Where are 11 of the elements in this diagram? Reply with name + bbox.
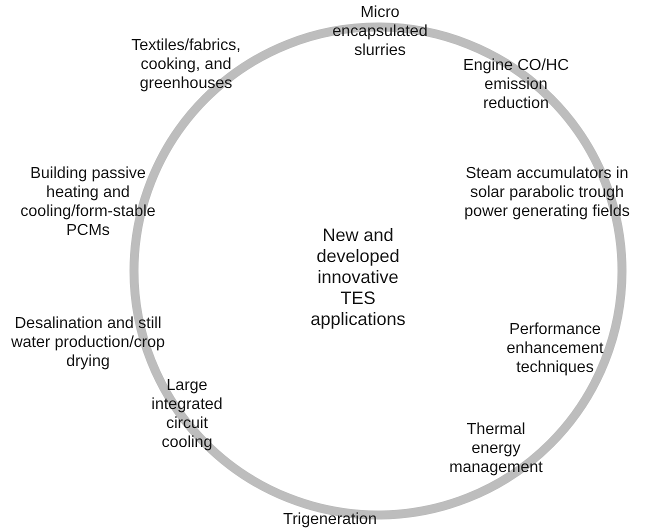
application-label: Large integrated circuit cooling [150,376,224,452]
application-label: Building passive heating and cooling/form-stable PCMs [19,164,157,240]
application-label: Steam accumulators in solar parabolic trough power generating fields [463,164,631,221]
application-label: Trigeneration [282,510,378,529]
application-label: Textiles/fabrics, cooking, and greenhouses [130,36,242,93]
center-title: New and developed innovative TES applications [309,225,407,330]
application-label: Engine CO/HC emission reduction [462,56,570,113]
application-label: Thermal energy management [448,420,544,477]
application-label: Performance enhancement techniques [506,320,604,377]
application-label: Desalination and still water production/crop drying [10,314,166,371]
application-label: Micro encapsulated slurries [331,3,429,60]
